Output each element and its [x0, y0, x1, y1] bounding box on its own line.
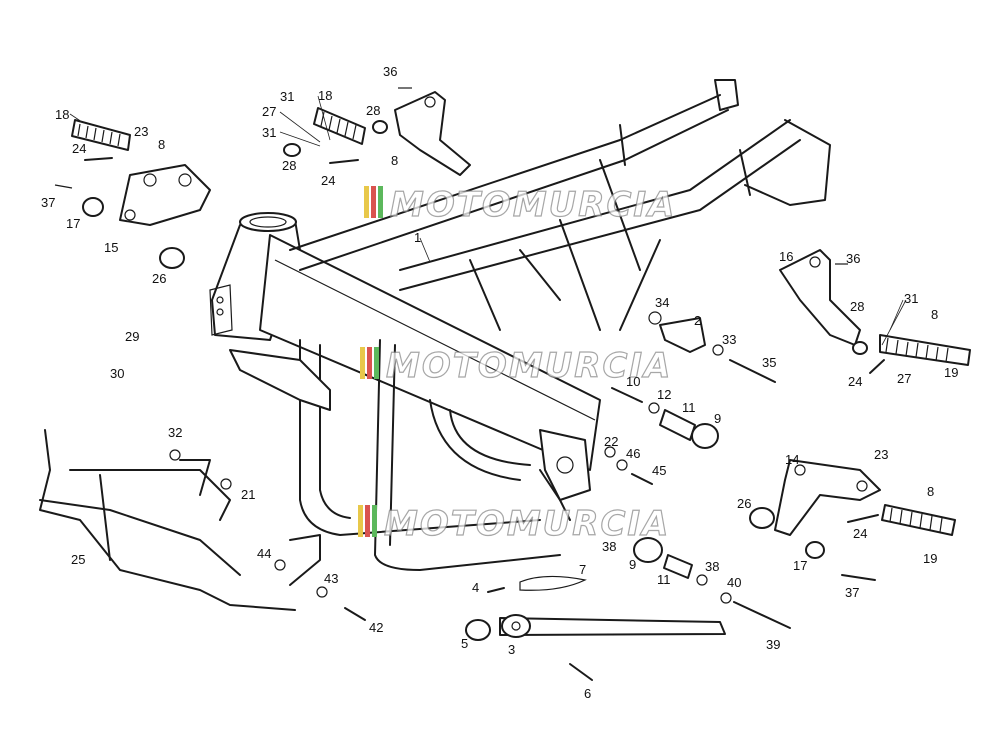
watermark-stripe-red	[367, 347, 372, 379]
callout-1: 1	[414, 230, 421, 245]
watermark-stripe-green	[378, 186, 383, 218]
callout-18: 18	[55, 107, 69, 122]
callout-35: 35	[762, 355, 776, 370]
callout-24: 24	[321, 173, 335, 188]
callout-12: 12	[657, 387, 671, 402]
callout-31: 31	[904, 291, 918, 306]
callout-14: 14	[785, 452, 799, 467]
callout-43: 43	[324, 571, 338, 586]
side-stand	[465, 575, 726, 681]
watermark-stripe-green	[372, 505, 377, 537]
callout-37: 37	[845, 585, 859, 600]
callout-28: 28	[366, 103, 380, 118]
callout-labels: 18 23 8 24 37 17 15 26 29 30 36 18 27 31…	[41, 64, 958, 701]
watermark-middle: MOTOMURCIA	[360, 345, 672, 387]
callout-36: 36	[846, 251, 860, 266]
watermark-stripe-yellow	[364, 186, 369, 218]
callout-15: 15	[104, 240, 118, 255]
callout-39: 39	[766, 637, 780, 652]
callout-23: 23	[134, 124, 148, 139]
callout-24: 24	[72, 141, 86, 156]
leader-lines	[69, 95, 907, 346]
callout-17: 17	[66, 216, 80, 231]
callout-26: 26	[152, 271, 166, 286]
callout-44: 44	[257, 546, 271, 561]
callout-23: 23	[874, 447, 888, 462]
pivot-hardware	[604, 311, 791, 629]
callout-38: 38	[602, 539, 616, 554]
callout-8: 8	[931, 307, 938, 322]
callout-6: 6	[584, 686, 591, 701]
watermark-text: MOTOMURCIA	[386, 346, 672, 386]
right-front-footrest	[749, 459, 956, 581]
left-front-footrest	[54, 119, 211, 269]
callout-24: 24	[853, 526, 867, 541]
watermark-stripe-yellow	[358, 505, 363, 537]
callout-46: 46	[626, 446, 640, 461]
callout-33: 33	[722, 332, 736, 347]
callout-27: 27	[262, 104, 276, 119]
watermark-stripe-red	[371, 186, 376, 218]
watermark-stripe-red	[365, 505, 370, 537]
callout-8: 8	[158, 137, 165, 152]
callout-3: 3	[508, 642, 515, 657]
callout-21: 21	[241, 487, 255, 502]
lower-crash-bar	[39, 429, 366, 621]
callout-34: 34	[655, 295, 669, 310]
callout-10: 10	[626, 374, 640, 389]
callout-29: 29	[125, 329, 139, 344]
left-rear-footrest	[283, 87, 471, 176]
callout-31: 31	[280, 89, 294, 104]
watermark-stripe-yellow	[360, 347, 365, 379]
watermark-bottom: MOTOMURCIA	[358, 503, 670, 545]
watermark-text: MOTOMURCIA	[384, 504, 670, 544]
main-frame	[209, 79, 831, 571]
callout-42: 42	[369, 620, 383, 635]
callout-9: 9	[714, 411, 721, 426]
watermark-top: MOTOMURCIA	[364, 184, 676, 226]
callout-8: 8	[927, 484, 934, 499]
callout-16: 16	[779, 249, 793, 264]
callout-38: 38	[705, 559, 719, 574]
callout-22: 22	[604, 434, 618, 449]
callout-45: 45	[652, 463, 666, 478]
callout-7: 7	[579, 562, 586, 577]
watermark-text: MOTOMURCIA	[390, 185, 676, 225]
callout-32: 32	[168, 425, 182, 440]
callout-37: 37	[41, 195, 55, 210]
callout-28: 28	[282, 158, 296, 173]
callout-11: 11	[682, 400, 696, 415]
callout-2: 2	[694, 313, 701, 328]
right-rear-footrest	[779, 249, 971, 374]
callout-18: 18	[318, 88, 332, 103]
callout-28: 28	[850, 299, 864, 314]
callout-31: 31	[262, 125, 276, 140]
callout-27: 27	[897, 371, 911, 386]
watermark-stripe-green	[374, 347, 379, 379]
callout-19: 19	[923, 551, 937, 566]
callout-5: 5	[461, 636, 468, 651]
callout-25: 25	[71, 552, 85, 567]
callout-40: 40	[727, 575, 741, 590]
callout-4: 4	[472, 580, 479, 595]
callout-19: 19	[944, 365, 958, 380]
callout-30: 30	[110, 366, 124, 381]
callout-17: 17	[793, 558, 807, 573]
callout-9: 9	[629, 557, 636, 572]
callout-24: 24	[848, 374, 862, 389]
callout-26: 26	[737, 496, 751, 511]
callout-8: 8	[391, 153, 398, 168]
callout-36: 36	[383, 64, 397, 79]
callout-11: 11	[657, 572, 671, 587]
